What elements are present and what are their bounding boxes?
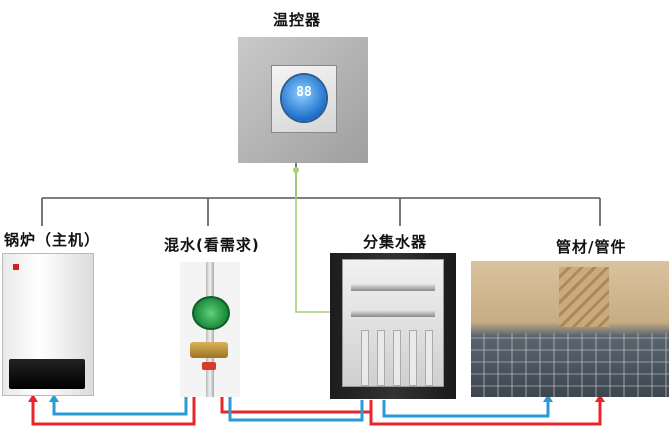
pipe-grid <box>471 333 669 397</box>
boiler-logo <box>13 264 19 270</box>
boiler-image <box>2 253 94 396</box>
staircase <box>559 267 609 327</box>
boiler-label: 锅炉（主机） <box>4 231 101 249</box>
loop-tube <box>377 330 385 386</box>
hot-pipe-3 <box>369 398 602 426</box>
cold-pipe-2 <box>228 392 364 422</box>
circulation-pump <box>192 296 230 330</box>
pipes-label: 管材/管件 <box>556 238 627 256</box>
loop-tube <box>425 330 433 386</box>
mixer-label: 混水(看需求) <box>164 236 260 254</box>
thermostat-digits: 88 <box>296 85 312 100</box>
thermostat-faceplate: 88 <box>271 65 337 133</box>
mixer-image <box>180 262 240 397</box>
manifold-label: 分集水器 <box>363 233 428 251</box>
cold-arrow-pipes <box>543 394 553 402</box>
manifold-image <box>330 253 456 399</box>
cold-arrow-boiler <box>49 394 59 402</box>
loop-tube <box>393 330 401 386</box>
supply-manifold-bar <box>351 284 435 291</box>
valve-handle <box>202 362 216 370</box>
hot-arrow-boiler <box>28 394 38 402</box>
control-wire <box>295 170 330 313</box>
return-manifold-bar <box>351 310 435 317</box>
thermostat-display: 88 <box>282 75 326 121</box>
thermostat-label: 温控器 <box>273 11 322 29</box>
cold-pipe-3 <box>382 398 550 418</box>
cold-pipe <box>52 392 188 416</box>
mixing-valve <box>190 342 228 358</box>
hot-pipe <box>31 392 196 426</box>
hot-arrow-pipes <box>595 394 605 402</box>
thermostat-image: 88 <box>238 37 368 163</box>
loop-tube <box>409 330 417 386</box>
floor-heating-pipes-image <box>471 261 669 397</box>
boiler-control-panel <box>9 359 85 389</box>
manifold-cabinet <box>342 259 444 387</box>
loop-tube <box>361 330 369 386</box>
